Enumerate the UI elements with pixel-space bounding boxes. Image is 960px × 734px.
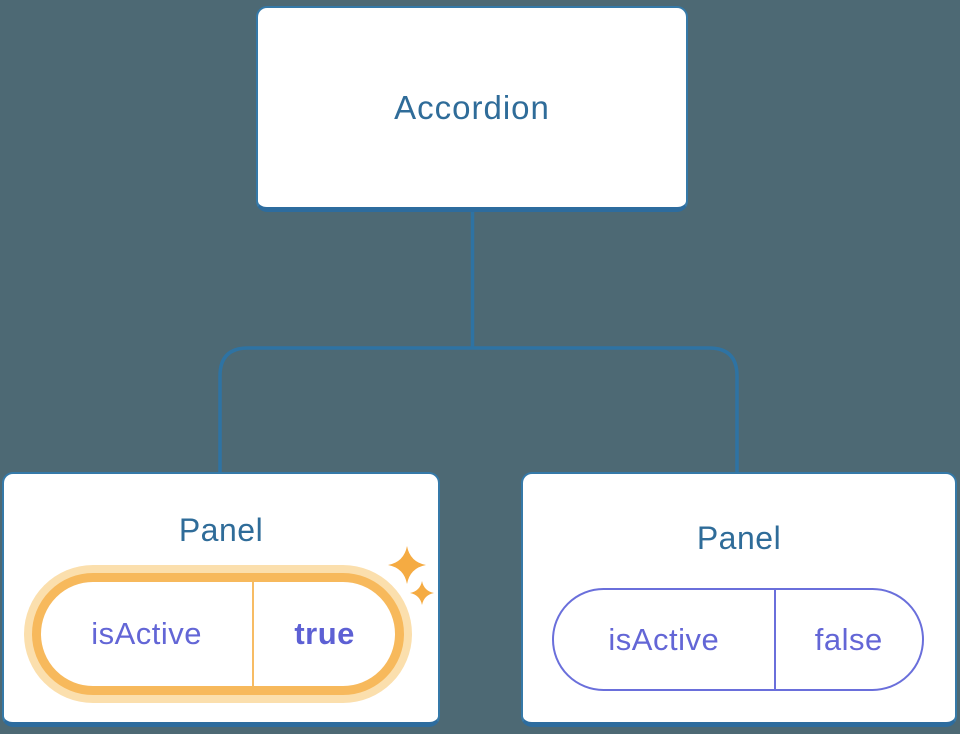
prop-name: isActive — [91, 616, 202, 651]
accordion-label: Accordion — [394, 88, 550, 126]
prop-name: isActive — [608, 621, 720, 657]
tree-connector-lines — [218, 212, 739, 472]
prop-pill-inactive: isActive false — [552, 588, 924, 691]
panel-title: Panel — [178, 512, 264, 548]
prop-value: true — [294, 616, 355, 651]
accordion-root-node: Accordion — [256, 6, 688, 212]
connector-branches — [218, 346, 739, 472]
prop-value: false — [814, 621, 883, 657]
panel-node-active: Panel isActive true — [2, 472, 440, 727]
pill-divider — [252, 582, 255, 686]
panel-node-inactive: Panel isActive false — [521, 472, 957, 727]
panel-title: Panel — [696, 520, 782, 556]
prop-pill-active: isActive true — [32, 573, 404, 695]
pill-divider — [773, 590, 776, 689]
